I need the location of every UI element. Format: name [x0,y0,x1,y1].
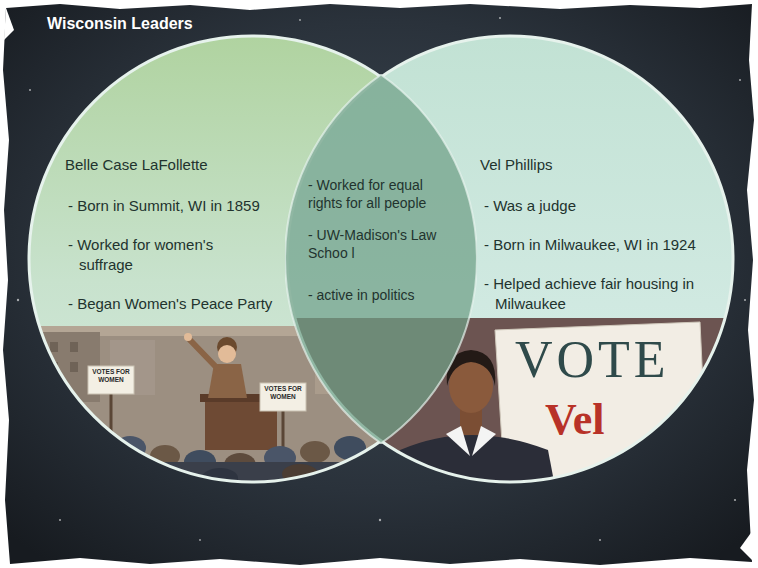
fact-item: - Began Women's Peace Party [68,294,288,314]
shared-item: - active in politics [308,286,458,304]
fact-item: - Helped achieve fair housing in Milwauk… [484,274,720,313]
sign-text: Vel [545,398,665,442]
diagram-title: Wisconsin Leaders [47,15,193,33]
venn-overlap: - Worked for equal rights for all people… [285,74,477,444]
fact-item: - Was a judge [484,196,684,216]
fact-item: - Worked for women's suffrage [68,235,258,274]
sign-text: VOTES FOR WOMEN [262,385,304,400]
person-name: Vel Phillips [480,155,680,175]
shared-item: - UW-Madison's Law Schoo l [308,226,458,262]
sign-text: VOTES FOR WOMEN [90,368,132,383]
fact-item: - Born in Milwaukee, WI in 1924 [484,235,724,255]
shared-item: - Worked for equal rights for all people [308,176,458,212]
sign-text: VOTE [515,334,685,386]
fact-item: - Born in Summit, WI in 1859 [68,196,288,216]
person-name: Belle Case LaFollette [65,155,285,175]
